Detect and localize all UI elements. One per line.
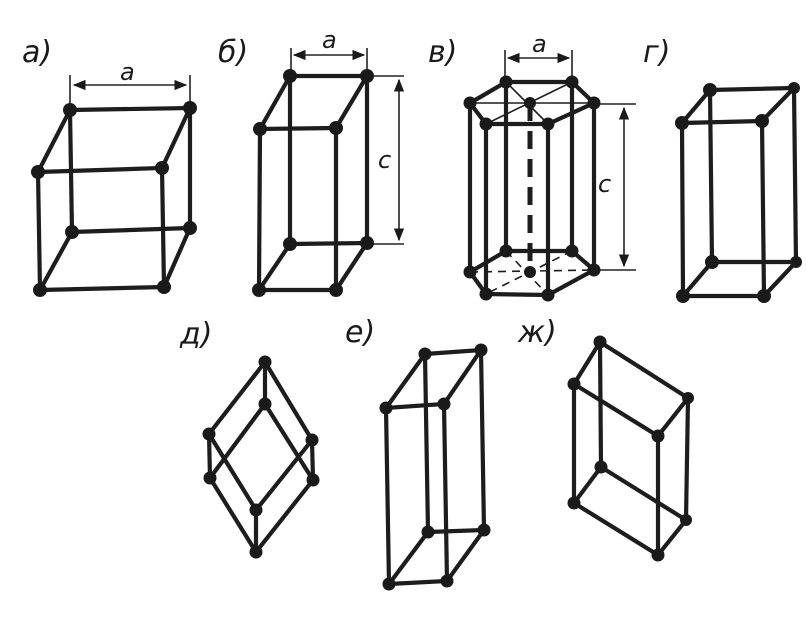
lattice-nodes xyxy=(31,101,197,297)
panel-v-label: в) xyxy=(428,35,457,70)
panel-d-label: д) xyxy=(179,317,212,352)
dimension-a-label: a xyxy=(322,26,337,54)
panel-a-cubic-lattice: а) a xyxy=(22,35,197,297)
dimension-a-label: a xyxy=(532,30,547,58)
panel-v-hexagonal-lattice: в) a c xyxy=(428,30,636,302)
cube-bottom-face xyxy=(36,225,194,293)
panel-d-rhombohedral-lattice: д) xyxy=(179,317,320,559)
dimension-c-label: c xyxy=(598,170,611,198)
panel-g-label: г) xyxy=(643,35,670,70)
panel-zh-label: ж) xyxy=(517,315,557,350)
panel-b-label: б) xyxy=(218,35,248,70)
panel-e-monoclinic-lattice: е) xyxy=(345,315,491,591)
lattice-nodes xyxy=(202,355,320,559)
lattice-nodes xyxy=(567,335,694,562)
panel-g-orthorhombic-lattice: г) xyxy=(643,35,802,303)
panel-b-tetragonal-lattice: б) a c xyxy=(218,26,405,297)
lattice-nodes xyxy=(675,82,802,303)
lattice-nodes xyxy=(463,75,601,302)
lattice-nodes xyxy=(379,343,491,591)
panel-zh-triclinic-lattice: ж) xyxy=(517,315,694,562)
dimension-a-label: a xyxy=(120,58,135,86)
panel-e-label: е) xyxy=(345,315,375,350)
cube-top-face xyxy=(34,105,194,175)
lattice-nodes xyxy=(252,69,374,297)
dimension-c-label: c xyxy=(378,146,391,174)
panel-a-label: а) xyxy=(22,35,52,70)
